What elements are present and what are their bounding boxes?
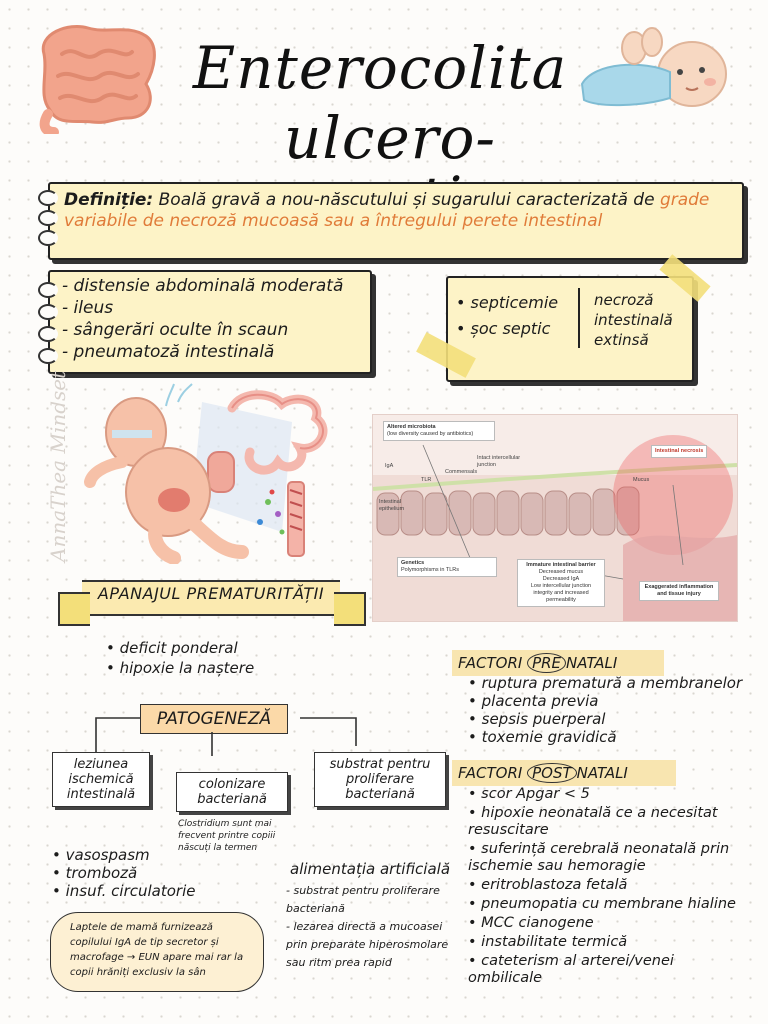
ring-icon [38,190,58,206]
ring-icon [38,348,58,364]
box-bacterial-colonization: colonizare bacteriană [176,772,288,812]
figure-label-tlr: TLR [421,477,432,483]
factori-prenatali-list: • ruptura prematură a membranelor • plac… [468,674,742,746]
definition-text-black: Boală gravă a nou-născutului și sugarulu… [158,190,655,210]
intestine-illustration [39,25,156,134]
ring-icon [38,230,58,246]
list-item: • insuf. circulatorie [52,882,196,900]
brace [578,288,588,348]
box-bacterial-substrate: substrat pentru proliferare bacteriană [314,752,446,807]
apanaj-list: • deficit ponderal • hipoxie la naștere [106,638,254,678]
ring-icon [38,210,58,226]
banner-ribbon-right [334,592,366,626]
milk-note: Laptele de mamă furnizează copilului IgA… [70,922,244,978]
colonization-note: Clostridium sunt mai frecvent printre co… [178,819,276,853]
septic-card [446,276,694,382]
baby-illustration [580,27,727,107]
list-item: • MCC cianogene [468,915,594,931]
list-item: • deficit ponderal [106,639,238,657]
list-item: • toxemie gravidică [468,728,617,746]
ring-icon [38,282,58,298]
list-item: • ruptura prematură a membranelor [468,674,743,692]
list-item: • septicemie [456,293,559,312]
ischemic-list: • vasospasm • tromboză • insuf. circulat… [52,846,196,900]
list-item: • cateterism al arterei/venei ombilicale [468,953,674,986]
page-title-line1: Enterocolita [192,34,568,102]
list-item: • placenta previa [468,692,599,710]
list-item: • eritroblastoza fetală [468,877,628,893]
figure-label-mucus: Mucus [633,477,650,483]
ring-icon [38,304,58,320]
list-item: • suferință cerebrală neonatală prin isc… [468,841,730,874]
figure-label-barrier: Immature intestinal barrier Decreased mu… [517,559,605,607]
list-item: • instabilitate termică [468,934,628,950]
patogeneza-connector [95,717,357,756]
symptoms-list: - distensie abdominală moderată - ileus … [62,275,343,363]
definition-text: Definiție: Boală gravă a nou-născutului … [64,190,736,232]
watermark: AnnaThea Mindset [46,370,70,562]
apanaj-title: APANAJUL PREMATURITĂȚII [97,584,325,603]
list-item: • pneumopatia cu membrane hialine [468,896,736,912]
figure-label-epithelium: Intestinal epithelium [379,499,405,512]
list-item: - sângerări oculte în scaun [62,320,289,340]
list-item: - lezarea directă a mucoasei prin prepar… [286,920,449,969]
list-item: • șoc septic [456,319,551,338]
symptoms-card [48,270,372,374]
figure-label-necrosis: Intestinal necrosis [651,445,708,458]
milk-note-bubble [50,912,264,992]
substrate-list: - substrat pentru proliferare bacteriană… [286,882,450,972]
list-item: - ileus [62,298,114,318]
list-item: • hipoxie neonatală ce a necesitat resus… [468,805,718,838]
premature-baby-illustration [84,383,328,564]
figure-label-junction: Intact intercellular junction [477,455,521,468]
septic-result: necroză intestinală extinsă [594,291,673,349]
figure-label-commensals: Commensals [445,469,478,475]
list-item: • vasospasm [52,846,150,864]
list-item: - distensie abdominală moderată [62,276,344,296]
apanaj-banner [82,580,340,616]
list-item: • hipoxie la naștere [106,659,255,677]
figure-label-genetics: Genetics Polymorphisms in TLRs [397,557,497,577]
factori-postnatali-list: • scor Apgar < 5 • hipoxie neonatală ce … [468,786,744,989]
banner-ribbon-left [58,592,90,626]
list-item: • scor Apgar < 5 [468,786,590,802]
box-ischemic-lesion: leziunea ischemică intestinală [52,752,150,807]
ring-icon [38,326,58,342]
patogeneza-title: PATOGENEZĂ [140,704,288,734]
figure-label-inflammation: Exaggerated inflammation and tissue inju… [639,581,719,601]
list-item: • sepsis puerperal [468,710,606,728]
definition-text-orange: grade variabile de necroză mucoasă sau a… [64,190,710,231]
figure-label-altered-microbiota: Altered microbiota (low diversity caused… [383,421,495,441]
pathophysiology-figure: Altered microbiota (low diversity caused… [372,414,738,622]
definition-label: Definiție: [64,190,154,210]
list-item: - pneumatoză intestinală [62,342,275,362]
definition-card [48,182,744,260]
substrate-title: alimentația artificială [290,860,451,878]
figure-label-iga: IgA [385,463,394,469]
septic-list: • septicemie • șoc septic [456,290,558,342]
list-item: • tromboză [52,864,138,882]
list-item: - substrat pentru proliferare bacteriană [286,884,440,915]
